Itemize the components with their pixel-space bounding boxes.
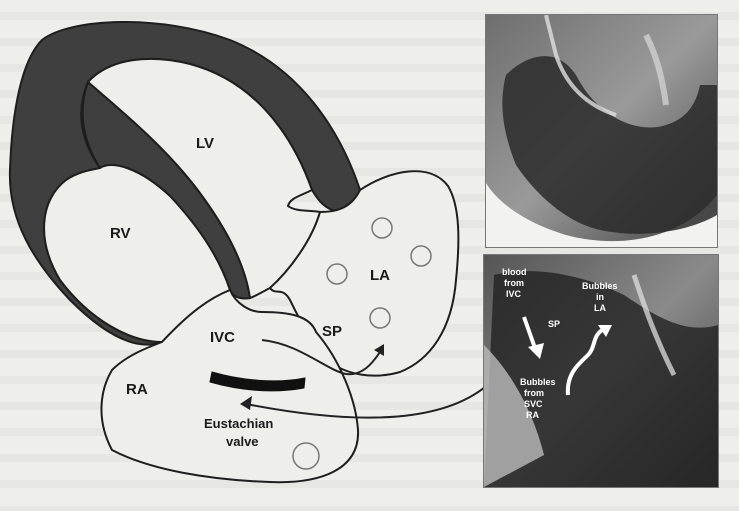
echo-image-bottom: blood from IVC Bubbles in LA SP Bubbles …	[483, 254, 719, 488]
label-eustachian-2: valve	[226, 434, 259, 449]
echo-label-blood-2: from	[504, 278, 524, 288]
label-lv: LV	[196, 135, 214, 152]
echo-label-bubbles-ra-4: RA	[526, 410, 539, 420]
echo-label-blood-1: blood	[502, 267, 527, 277]
echo-label-blood-3: IVC	[506, 289, 522, 299]
echo-label-bubbles-3: LA	[594, 303, 606, 313]
echo-label-sp: SP	[548, 319, 560, 329]
label-ra: RA	[126, 381, 148, 398]
label-ivc: IVC	[210, 329, 235, 346]
label-sp: SP	[322, 323, 342, 340]
echo-label-bubbles-ra-2: from	[524, 388, 544, 398]
label-eustachian-1: Eustachian	[204, 416, 273, 431]
echo-image-top	[485, 14, 718, 248]
label-la: LA	[370, 267, 390, 284]
echo-label-bubbles-2: in	[596, 292, 604, 302]
label-rv: RV	[110, 225, 131, 242]
echo-label-bubbles-ra-3: SVC	[524, 399, 543, 409]
echo-label-bubbles-ra-1: Bubbles	[520, 377, 556, 387]
echo-label-bubbles-1: Bubbles	[582, 281, 618, 291]
